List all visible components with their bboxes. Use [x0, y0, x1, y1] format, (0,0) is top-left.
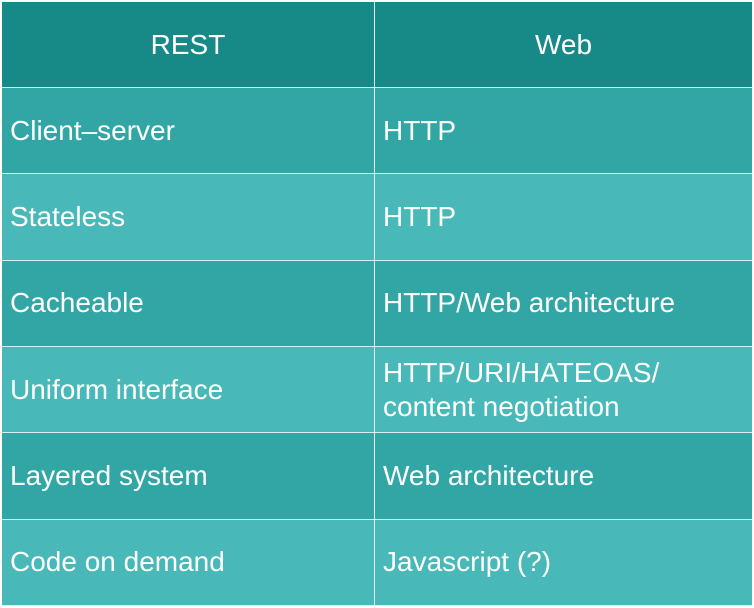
row-4-web: HTTP/URI/HATEOAS/ content negotiation — [375, 346, 752, 434]
row-5-rest: Layered system — [2, 433, 375, 520]
row-4-rest: Uniform interface — [2, 346, 375, 434]
row-1-web: HTTP — [375, 88, 752, 175]
row-2-rest: Stateless — [2, 174, 375, 261]
row-5-web: Web architecture — [375, 433, 752, 520]
row-1-rest: Client–server — [2, 88, 375, 175]
header-rest: REST — [2, 2, 375, 88]
row-3-rest: Cacheable — [2, 260, 375, 347]
header-web: Web — [375, 2, 752, 88]
row-2-web: HTTP — [375, 174, 752, 261]
row-6-web: Javascript (?) — [375, 519, 752, 606]
row-6-rest: Code on demand — [2, 519, 375, 606]
row-3-web: HTTP/Web architecture — [375, 260, 752, 347]
